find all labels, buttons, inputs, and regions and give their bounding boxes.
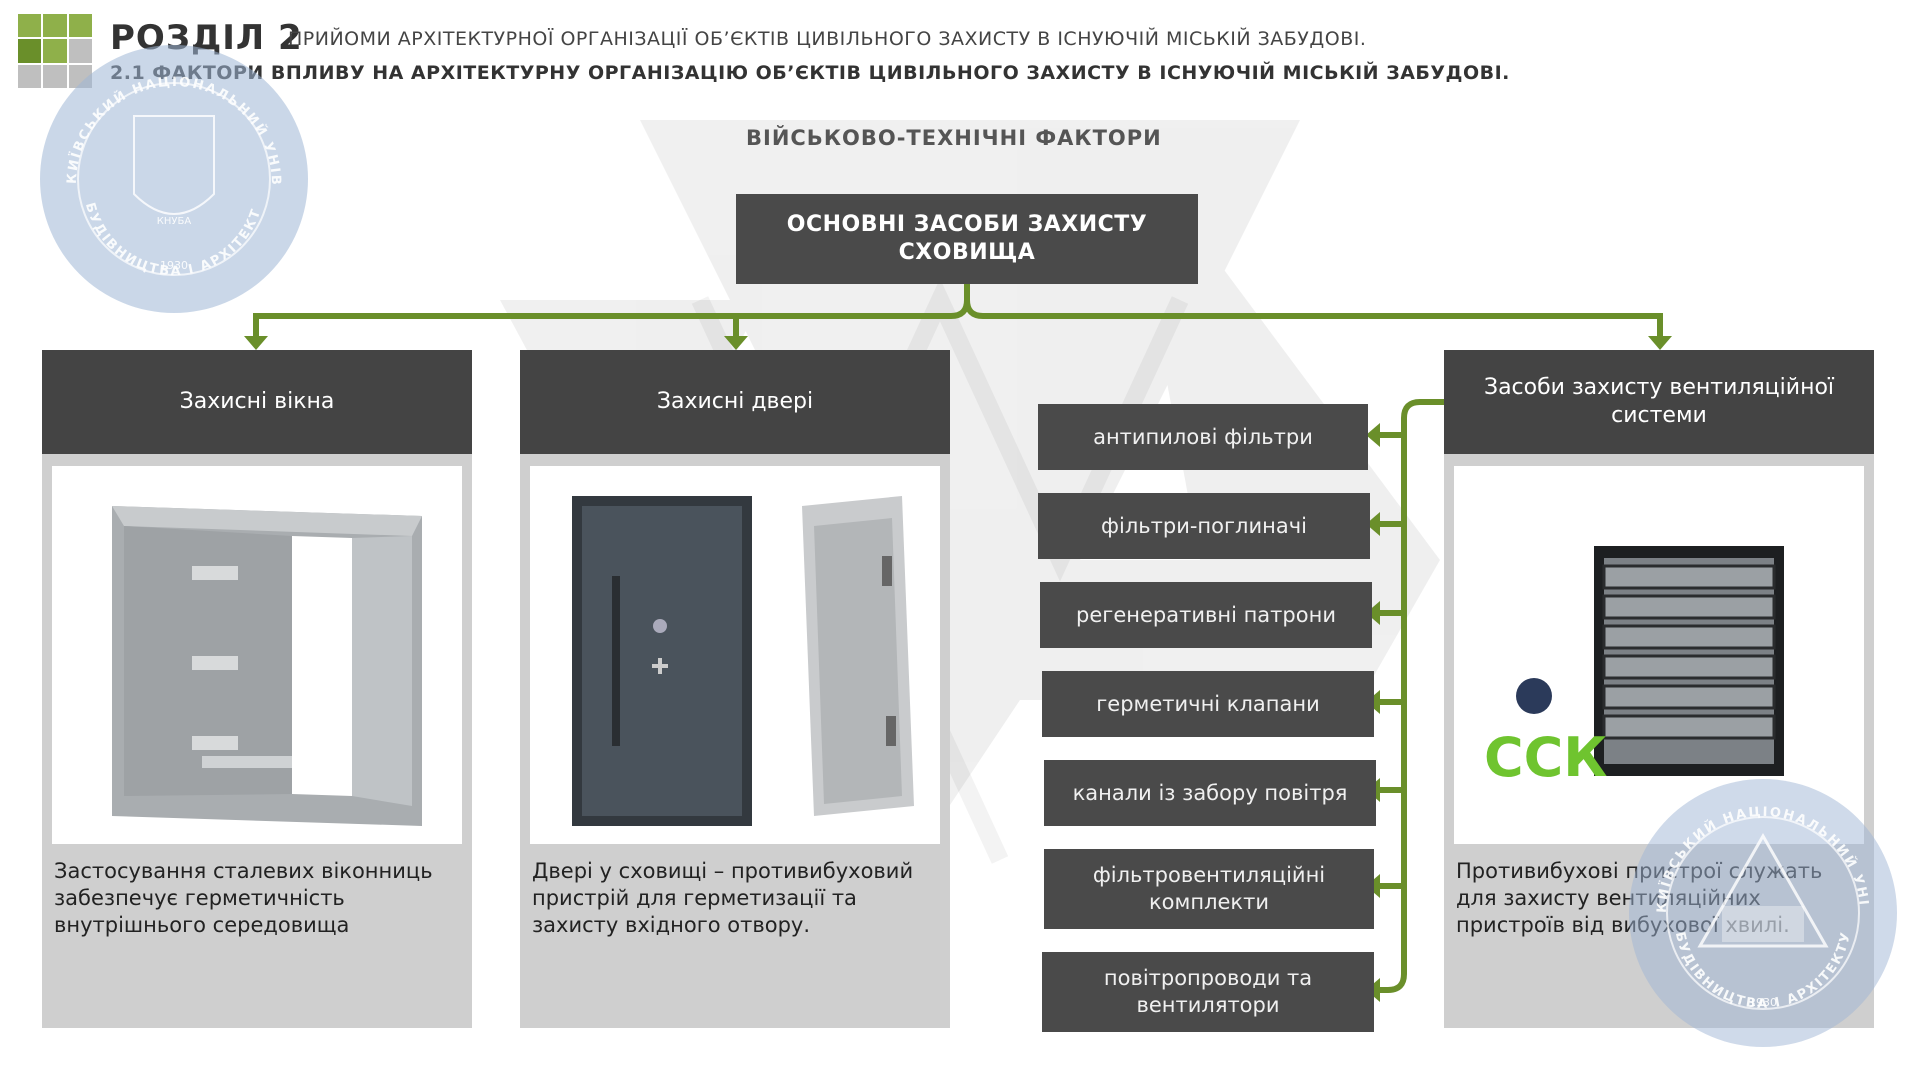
column-windows: Захисні вікна Застосування сталевих віко… xyxy=(42,350,472,1028)
logo-grid xyxy=(18,14,92,88)
protective-door-image xyxy=(530,466,940,844)
university-seal-watermark: КИЇВСЬКИЙ НАЦІОНАЛЬНИЙ УНІВЕРСИТЕТ БУДІВ… xyxy=(36,44,308,313)
connector-to-windows xyxy=(253,284,970,338)
column-doors: Захисні двері Двері у сховищі – противиб… xyxy=(520,350,950,1028)
vent-trunk xyxy=(1378,399,1444,993)
vent-item-air-intake-channels: канали із забору повітря xyxy=(1044,760,1376,826)
svg-text:1930: 1930 xyxy=(160,259,188,272)
arrow-doors xyxy=(724,336,748,350)
svg-text:ССК: ССК xyxy=(1484,726,1607,789)
svg-text:1930: 1930 xyxy=(1749,996,1777,1009)
vent-item-regenerative-cartridges: регенеративні патрони xyxy=(1040,582,1372,648)
column-title: Засоби захисту вентиляційної системи xyxy=(1444,350,1874,454)
column-title: Захисні вікна xyxy=(42,350,472,454)
vent-item-absorber-filters: фільтри-поглиначі xyxy=(1038,493,1370,559)
vent-item-hermetic-valves: герметичні клапани xyxy=(1042,671,1374,737)
column-description: Двері у сховищі – противибуховий пристрі… xyxy=(532,859,914,937)
protective-window-image xyxy=(52,466,462,844)
column-title: Захисні двері xyxy=(520,350,950,454)
vent-item-filter-ventilation-kits: фільтровентиляційні комплекти xyxy=(1044,849,1374,929)
vent-item-dust-filters: антипилові фільтри xyxy=(1038,404,1368,470)
university-seal-watermark-bottom: КИЇВСЬКИЙ НАЦІОНАЛЬНИЙ УНІВЕРСИТЕТ БУДІВ… xyxy=(1626,776,1897,1047)
blast-valve-image: ССК xyxy=(1454,466,1864,844)
connector-to-vent xyxy=(964,299,1663,338)
arrow-windows xyxy=(244,336,268,350)
main-box: ОСНОВНІ ЗАСОБИ ЗАХИСТУ СХОВИЩА xyxy=(736,194,1198,284)
chapter-subtitle: ПРИЙОМИ АРХІТЕКТУРНОЇ ОРГАНІЗАЦІЇ ОБ’ЄКТ… xyxy=(288,28,1367,50)
arrow-vent xyxy=(1648,336,1672,350)
vent-item-air-ducts-fans: повітропроводи та вентилятори xyxy=(1042,952,1374,1032)
category-title: ВІЙСЬКОВО-ТЕХНІЧНІ ФАКТОРИ xyxy=(746,126,1162,150)
section-title: 2.1 ФАКТОРИ ВПЛИВУ НА АРХІТЕКТУРНУ ОРГАН… xyxy=(110,62,1510,84)
svg-text:КНУБА: КНУБА xyxy=(157,216,192,227)
column-description: Застосування сталевих віконниць забезпеч… xyxy=(54,859,433,937)
